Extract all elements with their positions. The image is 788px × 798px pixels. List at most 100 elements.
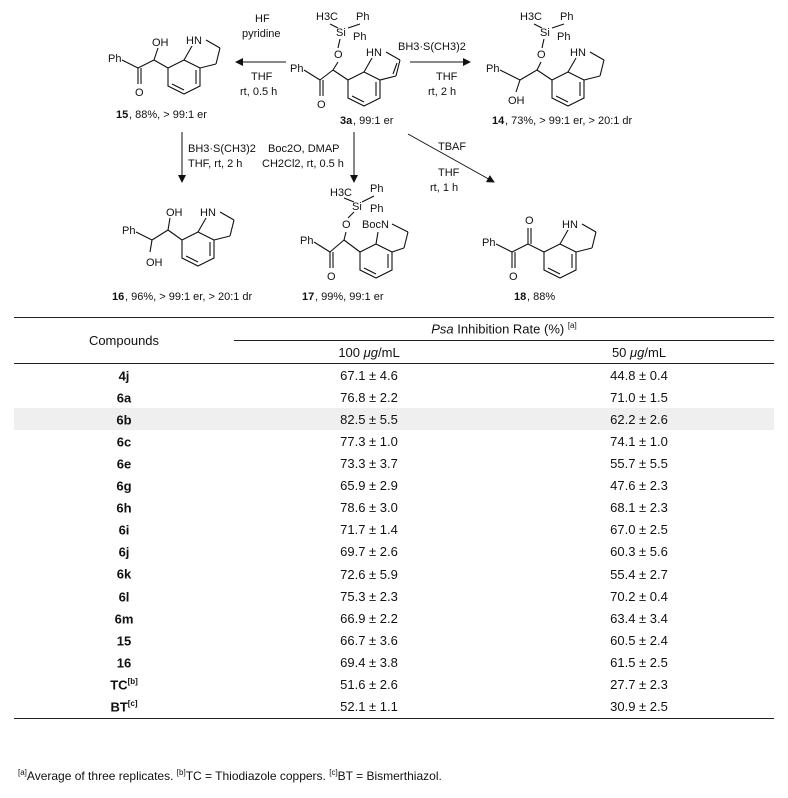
header-100-unit-rest: /mL [378,344,400,360]
oh-label: OH [146,257,163,269]
ph-label: Ph [356,11,369,23]
o-label: O [342,219,351,231]
cell-100: 66.9 ± 2.2 [340,610,398,626]
si-label: Si [540,27,550,39]
ph-label: Ph [108,53,121,65]
reagent-label: pyridine [242,28,281,40]
compound-14: H3C Ph Si Ph O Ph OH HN 14 , 73%, > 99:1… [486,11,633,127]
h3c-label: H3C [330,187,352,199]
compound-name: 15 [116,633,132,649]
oh-label: OH [508,95,525,107]
compound-label: 15 [116,109,128,121]
bocn-label: BocN [362,219,389,231]
compound-name: 6i [118,522,130,538]
ph-label: Ph [353,31,366,43]
compound-caption: , 88%, > 99:1 er [129,109,207,121]
compound-label: 14 [492,115,505,127]
footnote-c: BT = Bismerthiazol. [337,769,442,783]
header-inhibition-rate: Psa Inhibition Rate (%) [a] [234,317,774,342]
compound-name: 6k [116,566,132,582]
si-label: Si [352,201,362,213]
reaction-scheme: H3C Ph Si Ph O Ph O HN 3a , 99:1 er HF p… [108,11,633,303]
compound-name: 6b [116,412,132,428]
header-100: 100 μg/mL [234,341,504,364]
ph-label: Ph [486,63,499,75]
cell-100: 65.9 ± 2.9 [340,478,398,494]
ph-label: Ph [370,183,383,195]
cell-100: 72.6 ± 5.9 [340,566,398,582]
ph-label: Ph [557,31,570,43]
cell-compound: 6a [14,386,234,408]
footnote-c-mark: [c] [329,768,338,777]
cell-50: 27.7 ± 2.3 [610,677,668,693]
compound-label: 3a [340,115,353,127]
compound-label: 18 [514,291,526,303]
compound-3a: H3C Ph Si Ph O Ph O HN 3a , 99:1 er [290,11,401,127]
cell-100: 51.6 ± 2.6 [340,677,398,693]
h3c-label: H3C [520,11,542,23]
compound-15: Ph O OH HN 15 , 88%, > 99:1 er [108,35,221,121]
header-50-value: 50 [611,344,627,360]
compound-17: H3C Ph Si Ph O Ph O BocN 17 , 99%, 99:1 … [300,183,409,303]
compound-18: Ph O O HN 18 , 88% [482,215,597,303]
compound-label: 16 [112,291,124,303]
solvent-label: THF [251,71,273,83]
header-50: 50 μg/mL [504,341,774,364]
ph-label: Ph [560,11,573,23]
cell-50: 60.5 ± 2.4 [610,632,668,648]
ph-label: Ph [370,203,383,215]
ph-label: Ph [290,63,303,75]
cell-compound: 6c [14,430,234,452]
arrow-to-18 [407,133,495,183]
ph-label: Ph [482,237,495,249]
h3c-label: H3C [316,11,338,23]
cell-50: 30.9 ± 2.5 [610,699,668,715]
reagent-label: HF [255,13,270,25]
condition-label: THF, rt, 2 h [188,158,242,170]
o-label: O [537,49,546,61]
footnote-a-mark: [a] [18,768,27,777]
compound-caption: , 99%, 99:1 er [315,291,384,303]
cell-compound: TC[b] [14,674,234,696]
cell-compound: 6i [14,519,234,541]
compound-caption: , 96%, > 99:1 er, > 20:1 dr [125,291,253,303]
reagent-label: Boc2O, DMAP [268,143,340,155]
cell-100: 69.7 ± 2.6 [340,544,398,560]
cell-50: 60.3 ± 5.6 [610,544,668,560]
cell-compound: 4j [14,364,234,387]
cell-50: 55.7 ± 5.5 [610,456,668,472]
cell-100: 71.7 ± 1.4 [340,522,398,538]
cell-compound: 15 [14,629,234,651]
reagent-label: BH3·S(CH3)2 [398,41,466,53]
cell-50: 62.2 ± 2.6 [504,408,774,431]
hn-label: HN [562,219,578,231]
compound-16: Ph OH OH HN 16 , 96%, > 99:1 er, > 20:1 … [112,207,253,303]
compound-caption: , 88% [527,291,555,303]
compound-name: 6h [116,500,132,516]
o-label: O [327,271,336,283]
header-50-unit: μg [630,344,645,360]
cell-compound: 16 [14,651,234,673]
inhibition-table: Compounds Psa Inhibition Rate (%) [a] 10… [14,317,774,719]
compound-caption: , 73%, > 99:1 er, > 20:1 dr [505,115,633,127]
compound-name: 6a [116,389,132,405]
compound-note: [c] [127,698,138,708]
si-label: Si [336,27,346,39]
header-100-unit: μg [363,344,378,360]
cell-compound: 6b [14,408,234,431]
cell-compound: 6e [14,453,234,475]
footnote-b: TC = Thiodiazole coppers. [185,769,330,783]
condition-label: CH2Cl2, rt, 0.5 h [262,158,344,170]
reagent-label: BH3·S(CH3)2 [188,143,256,155]
header-100-value: 100 [338,344,361,360]
hn-label: HN [200,207,216,219]
